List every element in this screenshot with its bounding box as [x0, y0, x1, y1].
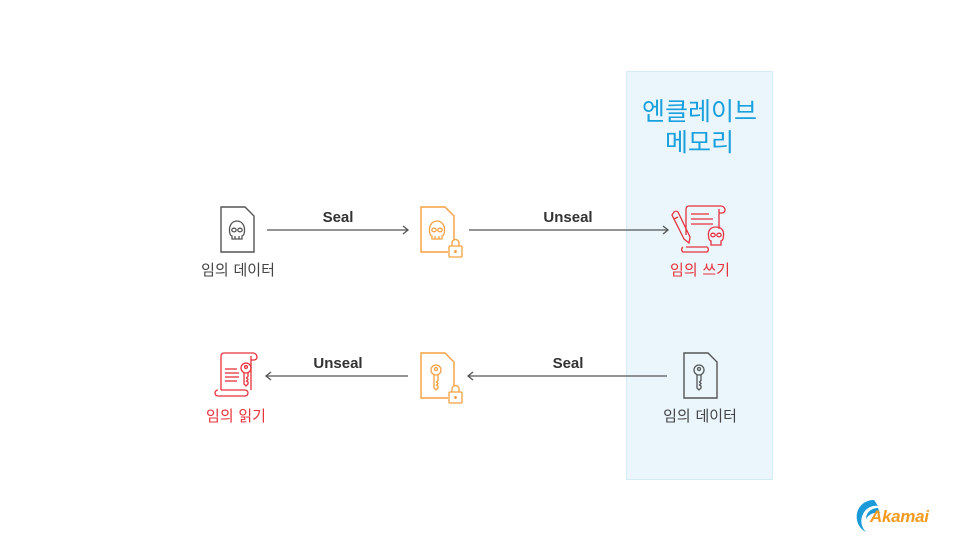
top-unseal-label: Unseal	[543, 209, 593, 226]
bottom-source-label: 임의 데이터	[663, 407, 737, 425]
enclave-title-line2: 메모리	[664, 128, 734, 157]
arrow-bottom-unseal-head	[264, 371, 272, 381]
bottom-unseal-label: Unseal	[313, 355, 363, 372]
sealed-file-key-icon	[420, 352, 463, 404]
top-source-label: 임의 데이터	[201, 261, 275, 279]
top-seal-label: Seal	[322, 209, 354, 226]
bottom-target-label: 임의 읽기	[206, 407, 266, 425]
enclave-memory-title: 엔클레이브 메모리	[627, 96, 772, 158]
scroll-key-icon	[214, 352, 258, 397]
sealed-file-skull-icon	[420, 206, 463, 258]
arrow-top-unseal-head	[662, 225, 670, 235]
enclave-memory-panel: 엔클레이브 메모리	[626, 71, 773, 480]
top-target-label: 임의 쓰기	[670, 261, 730, 279]
arrow-bottom-seal-head	[466, 371, 474, 381]
enclave-title-line1: 엔클레이브	[641, 97, 757, 126]
bottom-seal-label: Seal	[552, 355, 584, 372]
akamai-logo: Akamai	[852, 496, 942, 536]
file-skull-icon	[220, 206, 255, 253]
scroll-pen-skull-icon	[671, 205, 726, 253]
akamai-wave-icon	[856, 500, 880, 532]
arrow-top-seal-head	[402, 225, 410, 235]
file-key-icon	[683, 352, 718, 399]
akamai-logo-text: Akamai	[870, 507, 929, 526]
